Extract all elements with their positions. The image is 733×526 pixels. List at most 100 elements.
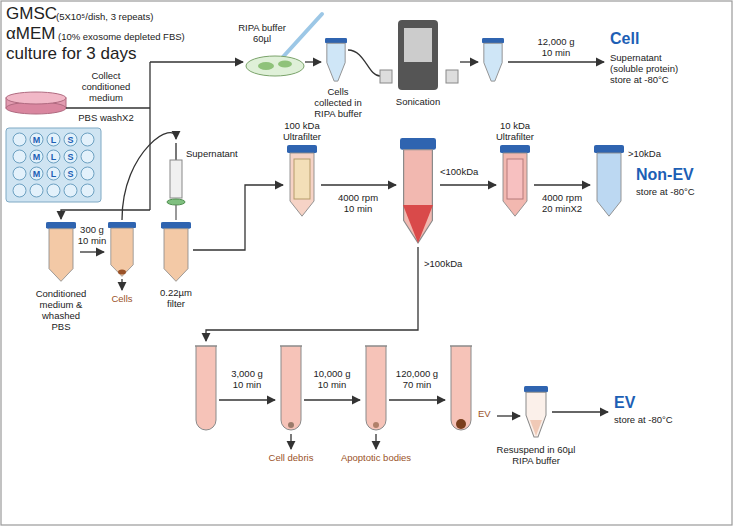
flow-arrow [389,399,445,400]
well-letter: S [64,151,78,163]
lysate-tube [325,38,347,81]
flow-line [66,107,150,108]
sample-label: Conditioned medium & whashed PBS [33,288,89,332]
medium-tube [46,222,76,281]
plate-wells [11,131,96,199]
sonicator-unit [380,70,392,83]
flow-arrow [460,61,478,62]
spin-condition: 4000 rpm 10 min [335,192,381,214]
ev-pellet [456,419,466,429]
spin-condition: 10,000 g 10 min [310,368,354,390]
flow-arrow [290,434,291,449]
sonicator-unit [446,70,458,83]
ev-suspension [530,420,542,436]
sonicator-cable [348,50,380,76]
centrifuge-tube [365,346,387,430]
header-note: (10% exosome depleted FBS) [58,31,185,42]
step-label: Cells collected in RIPA buffer [310,86,366,119]
ultrafilter-tube [287,145,317,216]
well-letter: L [47,134,61,146]
flow-arrow [552,411,608,412]
fraction-label: <100kDa [440,166,478,177]
waste-label: Apoptotic bodies [336,452,416,463]
step-label: Resuspend in 60µl RIPA buffer [496,444,576,466]
well-letter: M [30,151,44,163]
centrifuge-tube [450,346,472,430]
apoptotic-pellet [373,422,379,428]
flow-arrow [80,251,104,252]
sonicator [398,20,438,90]
cell-layer [258,62,274,70]
well-letter: L [47,151,61,163]
flow-arrow [440,184,496,185]
ultrafilter-tube [500,145,530,216]
filter-insert [507,159,523,199]
device-label: Sonication [388,96,448,107]
spin-condition: 12,000 g 10 min [534,36,578,58]
flow-arrow [375,434,376,449]
centrifuge-tube [280,346,302,430]
culture-dish [6,92,66,104]
syringe-tip [175,205,177,220]
fraction-label: >10kDa [628,148,661,159]
flow-arrow [304,399,360,400]
flow-arrow [122,133,176,220]
filter-label: 100 kDa Ultrafilter [277,120,327,142]
non-ev-tube [594,145,624,216]
flow-arrow [61,210,150,219]
waste-label: Cells [102,293,142,304]
retentate-tube [400,138,436,243]
ripa-dish [246,56,304,76]
flow-arrow [193,185,283,250]
filter-label: 0.22µm filter [156,287,196,309]
well-letter: M [30,134,44,146]
syringe-filter [167,199,185,205]
filter-insert [294,159,310,199]
step-label: PBS washX2 [71,112,141,123]
spin-condition: 300 g 10 min [76,224,108,246]
well-plate [6,128,101,202]
well-letter: S [64,168,78,180]
centrifuge-tube [195,346,217,430]
spin-condition: 120,000 g 70 min [393,368,441,390]
debris-pellet [288,422,294,428]
spin-condition: 3,000 g 10 min [227,368,267,390]
flow-arrow [534,184,590,185]
flow-arrow [305,61,321,62]
ev-tube [524,386,548,437]
cell-layer [278,61,292,68]
header-text: αMEM [6,24,56,43]
flow-arrow [150,61,243,62]
flow-arrow [121,279,122,290]
step-label: Collect conditioned medium [76,70,136,103]
cell-pellet [118,270,126,275]
filter-label: 10 kDa Ultrafilter [490,120,540,142]
fraction-title: Cell [610,30,639,48]
filtrate-tube [161,222,191,281]
well-letter: M [30,168,44,180]
header-text: culture for 3 days [6,44,136,63]
flow-arrow [508,61,604,62]
flow-arrow [219,399,275,400]
pellet-label: EV [478,408,491,419]
flow-arrow [497,415,520,416]
pipette [282,14,322,58]
filtrate-liquid [403,205,433,243]
syringe-barrel [170,160,182,198]
reagent-label: RIPA buffer 60µl [235,22,289,44]
storage-note: store at -80°C [636,186,695,197]
waste-label: Cell debris [261,452,321,463]
sonicated-tube [482,38,504,81]
well-letter: S [64,134,78,146]
syringe-plunger [175,143,177,160]
flow-line [149,62,150,210]
flow-arrow [206,247,418,341]
header-text: GMSC [6,4,57,23]
sonicator-panel [404,28,432,62]
header-note: (5X10⁵/dish, 3 repeats) [56,11,153,22]
fraction-title: Non-EV [636,166,694,184]
spun-tube [108,222,136,276]
flow-arrow [321,184,396,185]
